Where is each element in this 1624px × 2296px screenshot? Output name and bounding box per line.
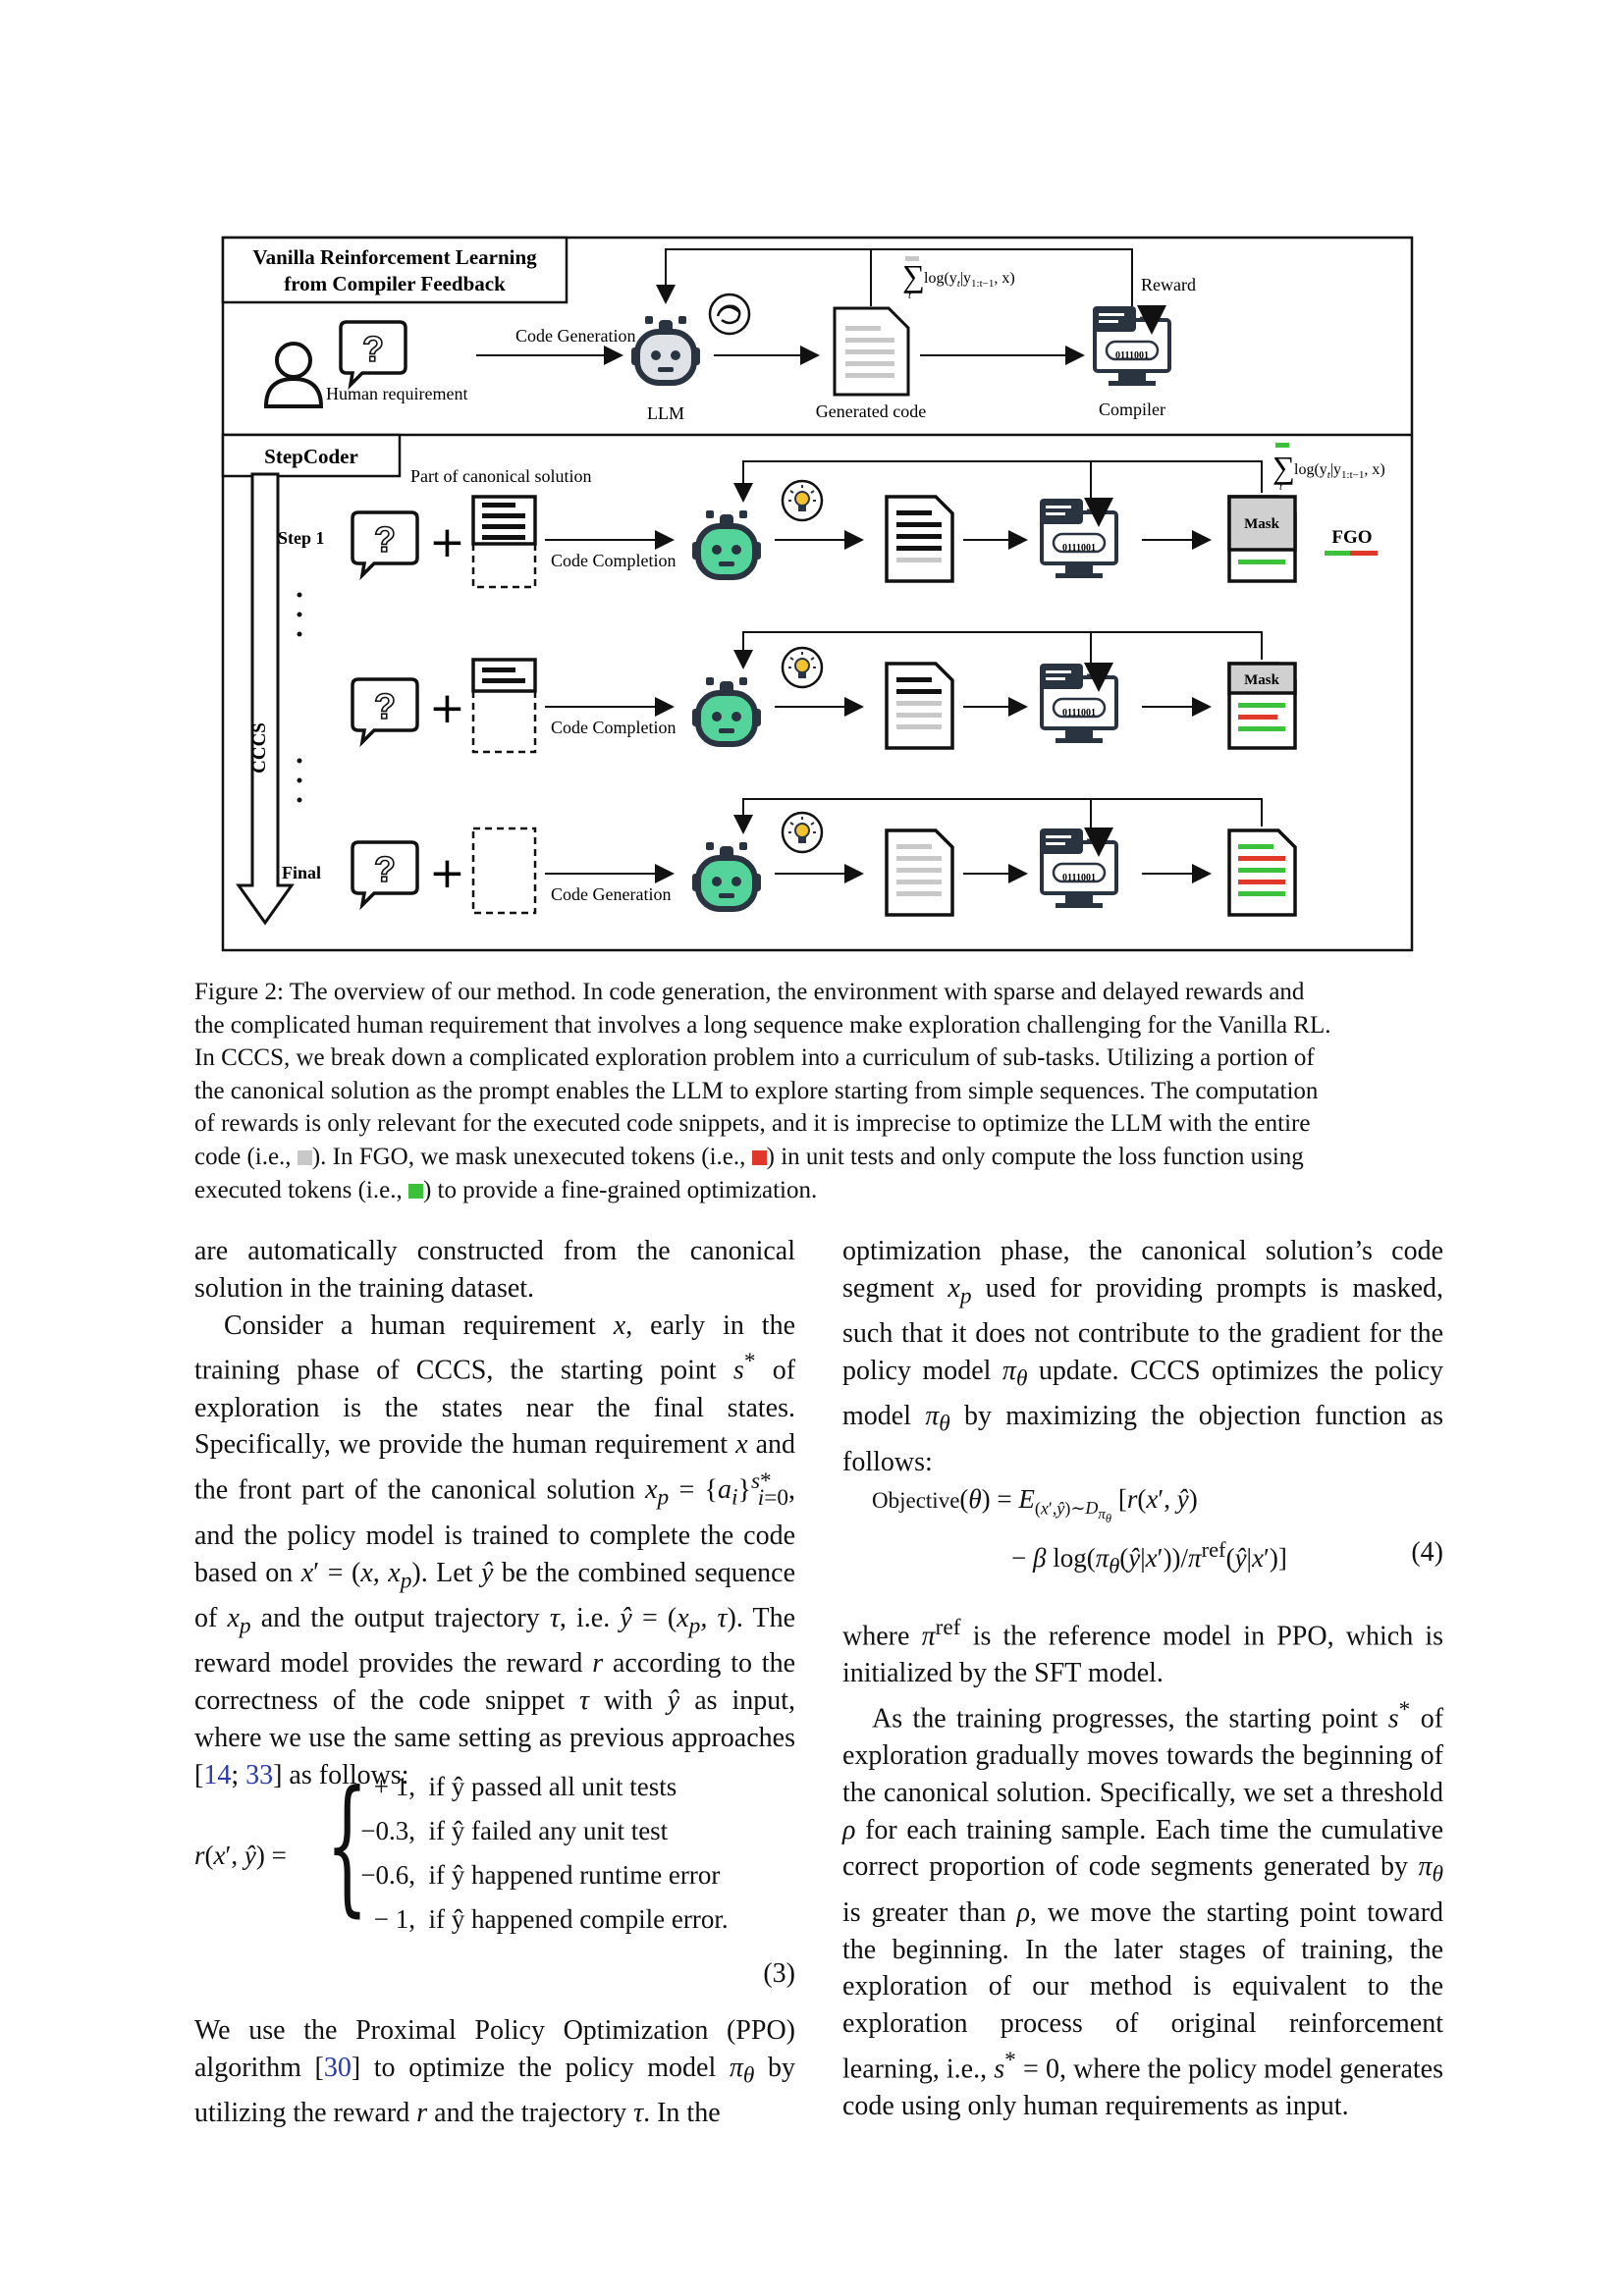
case-row: −0.6, if ŷ happened runtime error [360,1860,721,1890]
vanilla-reward-label: Reward [1141,275,1196,294]
svg-text:+: + [429,517,465,567]
cccs-label: CCCS [249,722,270,774]
human-icon [263,342,324,408]
question-bubble-icon [339,320,407,387]
paragraph: where πref is the reference model in PPO… [842,1615,1444,1689]
vanilla-generated-code-label: Generated code [816,401,926,421]
left-column: are automatically constructed from the c… [194,1233,795,1794]
vanilla-llm-label: LLM [647,403,684,423]
svg-text:Code Completion: Code Completion [551,551,677,570]
partial-solution-doc-icon [471,495,537,589]
vanilla-code-generation-label: Code Generation [515,326,635,346]
green-square-icon [407,1183,423,1199]
right-column: optimization phase, the canonical soluti… [842,1233,1443,1481]
red-square-icon [751,1149,767,1165]
vanilla-title-box [221,236,568,304]
paragraph: As the training progresses, the starting… [842,1696,1444,2122]
vanilla-title-line1: Vanilla Reinforcement Learning [252,245,537,269]
svg-text:0111001: 0111001 [1062,543,1096,554]
right-column-tail: where πref is the reference model in PPO… [842,1610,1443,2125]
vanilla-compiler-label: Compiler [1099,400,1165,419]
citation-link[interactable]: 30 [323,2052,352,2083]
paragraph: Consider a human requirement x, early in… [194,1309,796,1790]
vanilla-binary: 0111001 [1115,350,1149,361]
figure-overview: ? [221,236,1414,952]
left-column-tail: We use the Proximal Policy Optimization … [194,2012,795,2132]
stepcoder-canonical-label: Part of canonical solution [410,466,591,486]
case-row: − 1, if ŷ happened compile error. [373,1904,729,1934]
svg-text:Code Completion: Code Completion [551,718,677,737]
gray-square-icon [297,1149,312,1165]
stepcoder-sum-formula: ∑ t log(yt|y1:t−1, x) [1272,443,1385,493]
ellipsis-dots [297,592,302,803]
vanilla-title-line2: from Compiler Feedback [284,272,506,295]
equation-4: Objective(θ) = E(x′,ŷ)∼Dπθ [r(x′, ŷ) − β… [872,1484,1443,1578]
step1-label: Step 1 [278,528,325,548]
svg-text:log(yt|y1:t−1, x): log(yt|y1:t−1, x) [1294,461,1385,481]
equation-number: (4) [1411,1537,1443,1568]
paragraph: optimization phase, the canonical soluti… [842,1236,1444,1477]
case-row: + 1, if ŷ passed all unit tests [373,1772,677,1801]
figure-caption: Figure 2: The overview of our method. In… [194,979,1331,1203]
svg-text:Mask: Mask [1244,516,1279,532]
svg-text:t: t [908,290,912,301]
mask-doc-icon: Mask [1227,495,1297,583]
row-final: + Code Generation 0111001 [351,798,1297,917]
vanilla-human-requirement: Human requirement [326,384,467,403]
vanilla-sum-formula: ∑ t log(yt|y1:t−1, x) [902,256,1015,301]
equation-number: (3) [763,1958,795,1989]
row-step1: + Code Completion 0111001 Ma [351,443,1385,589]
paragraph: We use the Proximal Policy Optimization … [194,2015,796,2129]
stepcoder-title: StepCoder [264,445,358,468]
stepcoder-title-box [221,433,402,478]
svg-text:t: t [1279,481,1283,493]
svg-text:+: + [429,683,465,733]
compiler-computer-icon [1093,306,1169,386]
equation-3: r(x′, ŷ) = { + 1, if ŷ passed all unit t… [194,1760,795,1989]
paragraph: are automatically constructed from the c… [194,1236,795,1304]
fgo-label: FGO [1331,527,1372,548]
thinking-bubble-icon [708,293,751,336]
row-step-mid: + Code Completion 0111001 Mask [351,631,1297,754]
cccs-arrow [236,472,295,926]
svg-text:0111001: 0111001 [1062,873,1096,883]
svg-text:Mask: Mask [1244,672,1279,688]
final-label: Final [282,863,321,882]
llm-robot-icon [631,316,700,383]
svg-text:+: + [429,848,465,898]
svg-text:∑: ∑ [902,258,925,294]
generated-code-doc-icon [833,306,910,397]
citation-link[interactable]: 33 [245,1759,274,1790]
svg-text:log(yt|y1:t−1, x): log(yt|y1:t−1, x) [924,270,1015,290]
svg-text:0111001: 0111001 [1062,708,1096,719]
svg-text:Code Generation: Code Generation [551,884,671,904]
citation-link[interactable]: 14 [203,1759,232,1790]
svg-text:∑: ∑ [1272,450,1295,485]
case-row: −0.3, if ŷ failed any unit test [360,1816,669,1845]
